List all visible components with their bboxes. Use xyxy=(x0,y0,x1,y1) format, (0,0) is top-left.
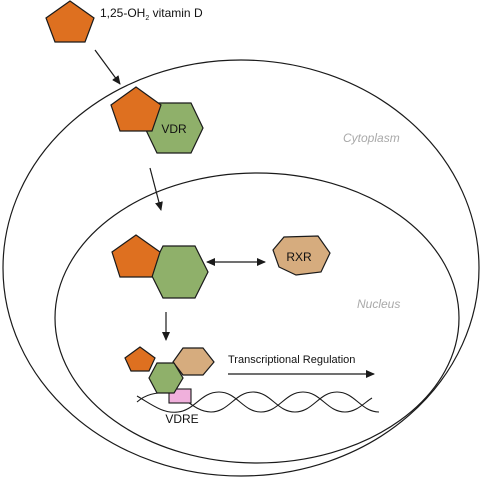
ligand-label: 1,25-OH2 vitamin D xyxy=(100,6,203,22)
vdr-label: VDR xyxy=(161,122,187,136)
rxr-heptagon xyxy=(272,235,331,276)
ligand-pentagon xyxy=(45,0,95,43)
nucleus-envelope xyxy=(54,172,460,464)
cell-membrane xyxy=(2,59,480,477)
ligand-pentagon-nucleus xyxy=(111,234,161,278)
arrow-ligand-to-vdr xyxy=(94,49,121,85)
dna-strand-2 xyxy=(136,391,373,413)
cytoplasm-label: Cytoplasm xyxy=(343,131,400,145)
rxr-label: RXR xyxy=(286,250,312,264)
ligand-pentagon-cytoplasm xyxy=(110,86,162,132)
vdre-label: VDRE xyxy=(165,412,198,426)
transcription-label: Transcriptional Regulation xyxy=(228,354,355,366)
nucleus-label: Nucleus xyxy=(357,297,400,311)
rxr-hexagon-dna xyxy=(172,347,215,376)
vdr-hexagon-dna xyxy=(148,362,184,394)
ligand-pentagon-dna xyxy=(124,346,156,372)
arrow-to-nucleus xyxy=(149,167,163,211)
